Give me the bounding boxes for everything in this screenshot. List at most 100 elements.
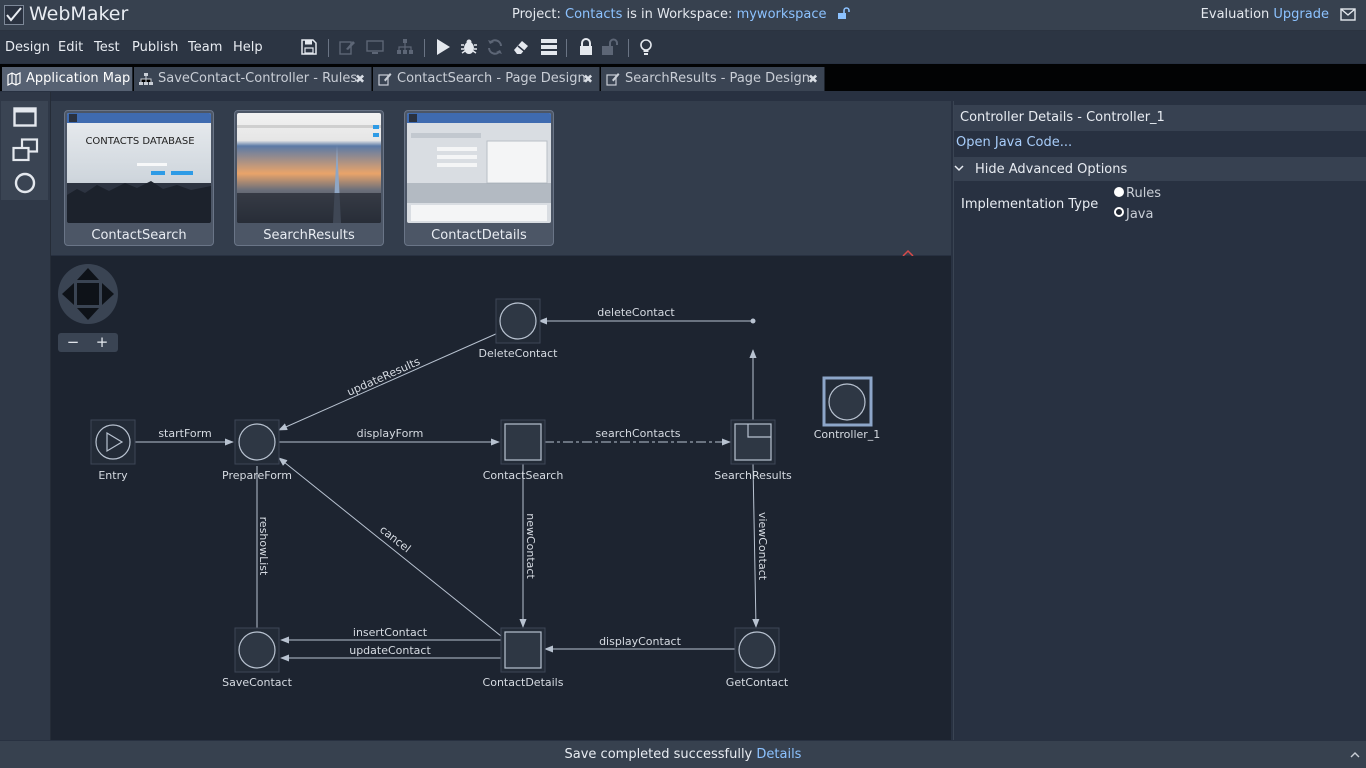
details-header: Controller Details - Controller_1: [954, 105, 1366, 131]
advanced-options-toggle[interactable]: Hide Advanced Options: [954, 157, 1366, 181]
monitor-icon[interactable]: [366, 38, 384, 56]
node-getcontact[interactable]: GetContact: [726, 627, 789, 689]
thumbnail-label: SearchResults: [263, 228, 355, 243]
status-bar: Save completed successfully Details: [0, 741, 1366, 768]
toolbar-separator: [424, 39, 425, 57]
close-tab-icon[interactable]: ✖: [354, 72, 365, 86]
tab-application-map[interactable]: Application Map: [2, 67, 133, 91]
tab-savecontact-controller[interactable]: SaveContact-Controller - Rules ✖: [134, 67, 372, 91]
add-controller-button[interactable]: [1, 167, 48, 200]
edge-junction: [750, 318, 756, 324]
radio-java-label[interactable]: Java: [1126, 207, 1154, 222]
tab-label: SearchResults - Page Design: [625, 71, 811, 86]
contactdetails-preview: [407, 113, 551, 223]
zoom-control[interactable]: − +: [58, 333, 118, 352]
edge-label: newContact: [524, 513, 537, 579]
tab-bar: Application Map SaveContact-Controller -…: [0, 64, 1366, 91]
advanced-options-label: Hide Advanced Options: [975, 162, 1128, 177]
node-savecontact[interactable]: SaveContact: [222, 627, 293, 689]
lock-icon[interactable]: [577, 38, 595, 56]
project-prefix: Project:: [512, 7, 561, 22]
edge-label: searchContacts: [595, 427, 680, 440]
upgrade-link[interactable]: Upgrade: [1273, 7, 1329, 22]
edge-label: startForm: [158, 427, 211, 440]
menu-bar: Design Edit Test Publish Team Help: [0, 31, 1366, 63]
controller-details-panel: Controller Details - Controller_1 Open J…: [953, 101, 1366, 740]
debug-bug-icon[interactable]: [460, 38, 478, 56]
menu-test[interactable]: Test: [94, 40, 120, 55]
node-controller-1[interactable]: Controller_1: [814, 376, 881, 441]
tab-contactsearch-page-design[interactable]: ContactSearch - Page Design ✖: [373, 67, 600, 91]
edge-label: insertContact: [353, 626, 428, 639]
lightbulb-icon[interactable]: [637, 38, 655, 56]
menu-help[interactable]: Help: [233, 40, 263, 55]
unlock-icon[interactable]: [837, 7, 851, 20]
server-icon[interactable]: [540, 38, 558, 56]
add-page-button[interactable]: [1, 101, 48, 134]
application-map-canvas[interactable]: − + startForm displayForm searchContacts…: [51, 256, 951, 740]
menu-design[interactable]: Design: [5, 40, 50, 55]
menu-team[interactable]: Team: [188, 40, 223, 55]
thumbnail-searchresults[interactable]: SearchResults: [234, 110, 384, 246]
node-prepareform[interactable]: PrepareForm: [222, 419, 292, 482]
node-label: DeleteContact: [479, 347, 559, 360]
radio-rules[interactable]: [1114, 187, 1124, 197]
edit-page-icon: [378, 73, 392, 86]
radio-rules-label[interactable]: Rules: [1126, 186, 1162, 201]
thumbnail-contactsearch[interactable]: CONTACTS DATABASE ContactSearch: [64, 110, 214, 246]
pan-control[interactable]: [58, 264, 118, 324]
node-entry[interactable]: Entry: [90, 419, 136, 482]
edit-page-icon: [606, 73, 620, 86]
tab-searchresults-page-design[interactable]: SearchResults - Page Design ✖: [601, 67, 825, 91]
mail-icon[interactable]: [1340, 8, 1356, 21]
node-contactsearch[interactable]: ContactSearch: [483, 419, 564, 482]
add-component-button[interactable]: [1, 134, 48, 167]
thumbnail-caption: CONTACTS DATABASE: [85, 136, 195, 147]
node-label: Controller_1: [814, 428, 881, 441]
node-label: SaveContact: [222, 676, 292, 689]
collapse-panel-chevron-up-icon[interactable]: [902, 249, 914, 257]
status-details-link[interactable]: Details: [756, 747, 802, 762]
edge-updateresults[interactable]: [278, 332, 499, 431]
save-icon[interactable]: [300, 38, 318, 56]
menu-publish[interactable]: Publish: [132, 40, 179, 55]
unlock-toolbar-icon[interactable]: [601, 38, 619, 56]
edge-label: deleteContact: [597, 306, 675, 319]
node-label: ContactSearch: [483, 469, 564, 482]
project-link[interactable]: Contacts: [565, 7, 623, 22]
refresh-icon[interactable]: [486, 38, 504, 56]
close-tab-icon[interactable]: ✖: [582, 72, 593, 86]
thumbnail-image: [407, 113, 551, 223]
hierarchy-icon[interactable]: [396, 38, 414, 56]
thumbnail-label: ContactDetails: [431, 228, 527, 243]
title-bar: WebMaker Project: Contacts is in Workspa…: [0, 0, 1366, 31]
workspace-link[interactable]: myworkspace: [736, 7, 827, 22]
chevron-down-icon: [954, 165, 964, 172]
node-searchresults[interactable]: SearchResults: [714, 419, 792, 482]
radio-java[interactable]: [1114, 207, 1124, 217]
edge-cancel[interactable]: [278, 457, 502, 637]
evaluation-label: Evaluation: [1200, 7, 1270, 22]
open-java-code-link[interactable]: Open Java Code...: [956, 135, 1073, 150]
edit-icon[interactable]: [338, 38, 356, 56]
node-label: ContactDetails: [483, 676, 564, 689]
contactsearch-preview: [67, 113, 211, 223]
edge-label: updateContact: [349, 644, 431, 657]
tab-label: Application Map: [26, 71, 131, 86]
zoom-in-button[interactable]: +: [96, 333, 109, 351]
layers-icon: [12, 138, 39, 162]
node-contactdetails[interactable]: ContactDetails: [483, 627, 564, 689]
node-deletecontact[interactable]: DeleteContact: [479, 298, 559, 360]
chevron-up-icon[interactable]: [1350, 751, 1360, 758]
app-title: WebMaker: [29, 3, 129, 25]
edge-viewcontact[interactable]: [752, 463, 760, 628]
menu-edit[interactable]: Edit: [58, 40, 84, 55]
thumbnail-contactdetails[interactable]: ContactDetails: [404, 110, 554, 246]
workspace-text: is in Workspace:: [626, 7, 733, 22]
toolbar-separator: [566, 39, 567, 57]
run-icon[interactable]: [434, 38, 452, 56]
eraser-icon[interactable]: [512, 38, 530, 56]
status-text: Save completed successfully: [564, 747, 753, 762]
close-tab-icon[interactable]: ✖: [807, 72, 818, 86]
zoom-out-button[interactable]: −: [67, 333, 80, 351]
